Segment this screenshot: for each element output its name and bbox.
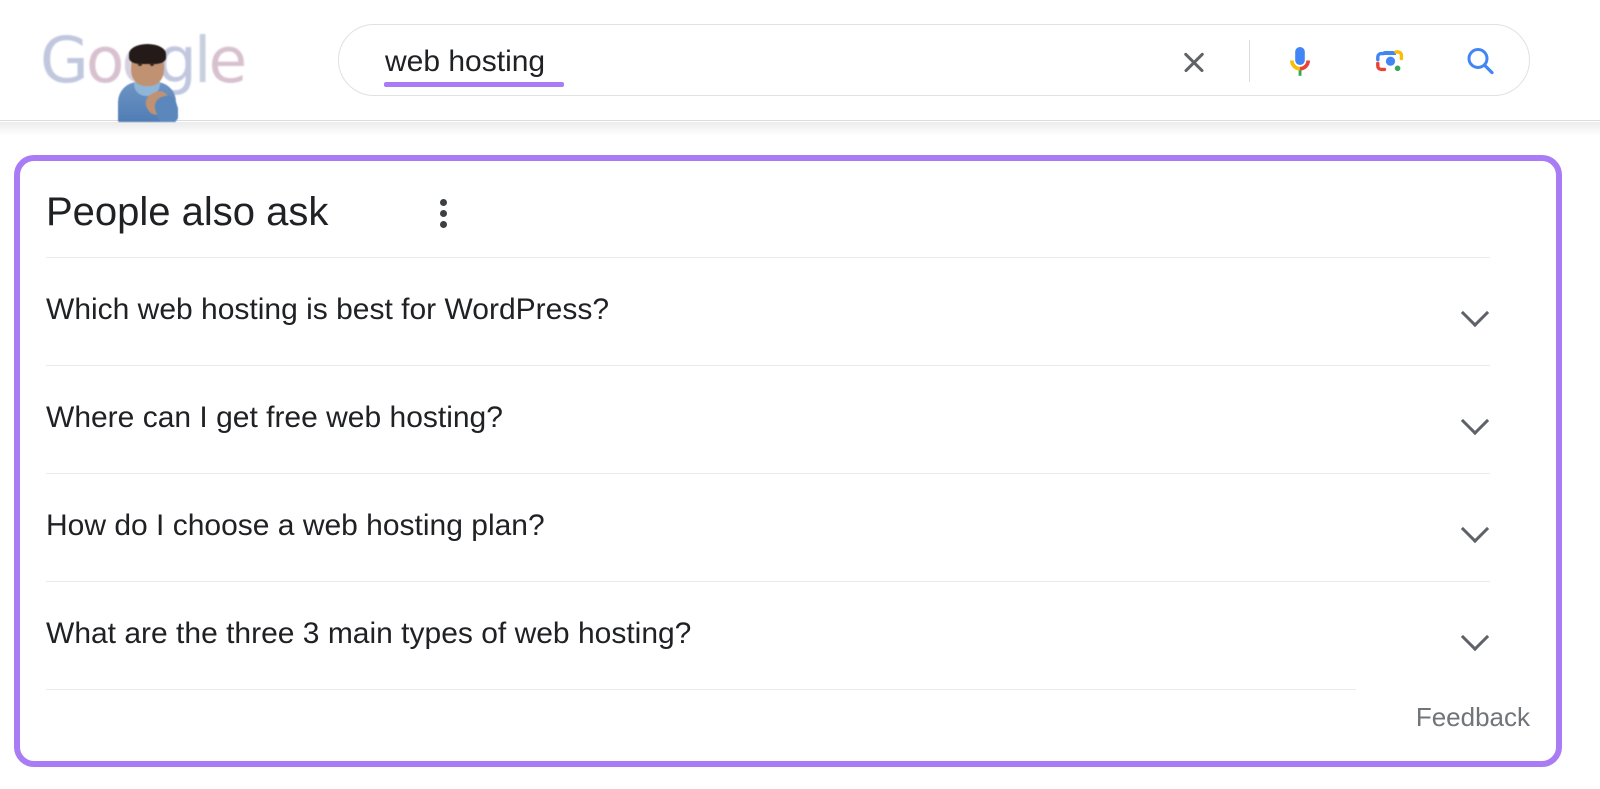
search-icon[interactable] [1461,42,1499,80]
feedback-link[interactable]: Feedback [1415,702,1530,732]
paa-question-2[interactable]: Where can I get free web hosting? [46,401,503,434]
close-icon[interactable] [1177,45,1211,79]
microphone-icon[interactable] [1281,42,1319,80]
doodle-hair [129,44,166,64]
people-also-ask-list: Which web hosting is best for WordPress?… [20,257,1556,689]
logo-letter-g1: G [40,24,89,97]
google-doodle-logo[interactable]: Google [40,20,252,122]
logo-letter-l: l [193,24,211,97]
page-title: People also ask [46,190,329,234]
kebab-dot-3 [440,221,447,228]
list-item[interactable]: How do I choose a web hosting plan? [20,473,1556,581]
doodle-eye-left [138,63,142,66]
kebab-menu-icon[interactable] [434,199,454,229]
chevron-down-icon[interactable] [1460,301,1490,321]
search-box[interactable]: web hosting [338,24,1530,96]
paa-question-1[interactable]: Which web hosting is best for WordPress? [46,293,610,326]
list-item[interactable]: Which web hosting is best for WordPress? [20,257,1556,365]
footer-divider [46,689,1356,690]
search-term-highlight-underline [384,82,564,87]
list-item[interactable]: What are the three 3 main types of web h… [20,581,1556,689]
google-lens-icon[interactable] [1369,42,1407,80]
search-icon-divider [1249,40,1250,82]
people-also-ask-panel: People also ask Which web hosting is bes… [14,155,1562,767]
search-header: Google web hosting [0,0,1600,122]
paa-question-4[interactable]: What are the three 3 main types of web h… [46,617,692,650]
chevron-down-icon[interactable] [1460,517,1490,537]
header-shadow [0,122,1600,136]
people-also-ask-footer: Feedback [20,689,1556,749]
chevron-down-icon[interactable] [1460,409,1490,429]
kebab-dot-1 [440,199,447,206]
logo-letter-o1: o [85,24,125,97]
kebab-dot-2 [440,210,447,217]
logo-letter-e: e [208,24,247,97]
doodle-person-illustration [116,38,178,122]
list-item[interactable]: Where can I get free web hosting? [20,365,1556,473]
google-logo-text: Google [40,24,247,97]
doodle-eye-right [150,63,154,66]
paa-question-3[interactable]: How do I choose a web hosting plan? [46,509,545,542]
chevron-down-icon[interactable] [1460,625,1490,645]
search-input[interactable]: web hosting [385,45,546,78]
